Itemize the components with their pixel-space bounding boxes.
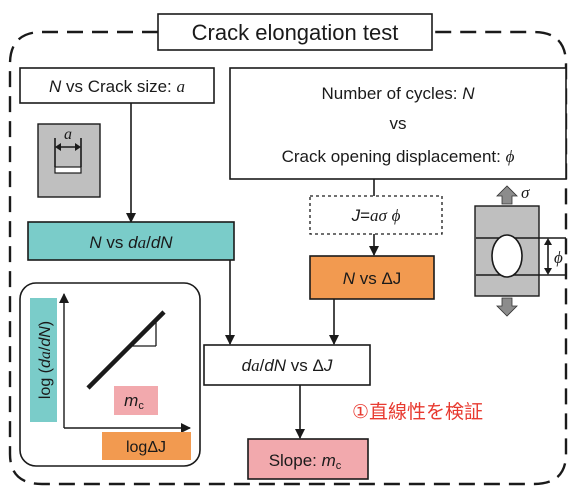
box-dadn-vs-dj-label: da/dN vs ΔJ — [242, 356, 333, 375]
specimen-phi-label: ϕ — [554, 248, 563, 267]
box-cycles-line1: Number of cycles: N — [321, 84, 475, 103]
box-cycles-line3: Crack opening displacement: ϕ — [282, 147, 515, 166]
outer-dashed-frame — [8, 30, 568, 486]
inset-xlabel: logΔJ — [126, 439, 166, 456]
inset-trend-line — [86, 310, 166, 390]
inset-slope-label: mc — [124, 391, 144, 412]
box-n-vs-crack-size — [19, 67, 215, 104]
box-n-vs-dj — [309, 255, 435, 300]
box-slope-label: Slope: mc — [269, 451, 342, 472]
inset-log-plot: log (da/dN) logΔJ mc — [19, 282, 201, 467]
box-cycles-line2: vs — [390, 114, 407, 133]
box-j-formula — [309, 195, 443, 235]
inset-xlabel-pill — [102, 432, 191, 460]
specimen-crack-size: a — [37, 123, 101, 198]
box-cycles-vs-cod — [229, 67, 567, 180]
box-n-vs-dadn — [27, 221, 235, 261]
box-n-vs-dadn-label: N vs da/dN — [89, 233, 173, 252]
inset-ylabel: log (da/dN) — [37, 321, 54, 399]
box-n-vs-crack-size-label: N vs Crack size: a — [49, 77, 185, 96]
title-box — [157, 13, 433, 51]
box-j-formula-label: J=aσ ϕ — [351, 206, 401, 225]
specimen-cod: σ ϕ — [474, 183, 566, 317]
specimen-a-label: a — [64, 126, 72, 143]
arrow-down-stress-icon — [496, 297, 518, 317]
specimen-sigma-label: σ — [521, 183, 530, 202]
inset-slope-pill — [114, 386, 158, 415]
arrow-up-stress-icon — [496, 185, 518, 205]
box-slope — [247, 438, 369, 480]
verify-linearity-note: ①直線性を検証 — [352, 401, 483, 423]
box-n-vs-dj-label: N vs ΔJ — [343, 269, 402, 288]
title-text: Crack elongation test — [192, 20, 399, 45]
inset-ylabel-pill — [30, 298, 57, 422]
box-dadn-vs-dj — [203, 344, 371, 386]
